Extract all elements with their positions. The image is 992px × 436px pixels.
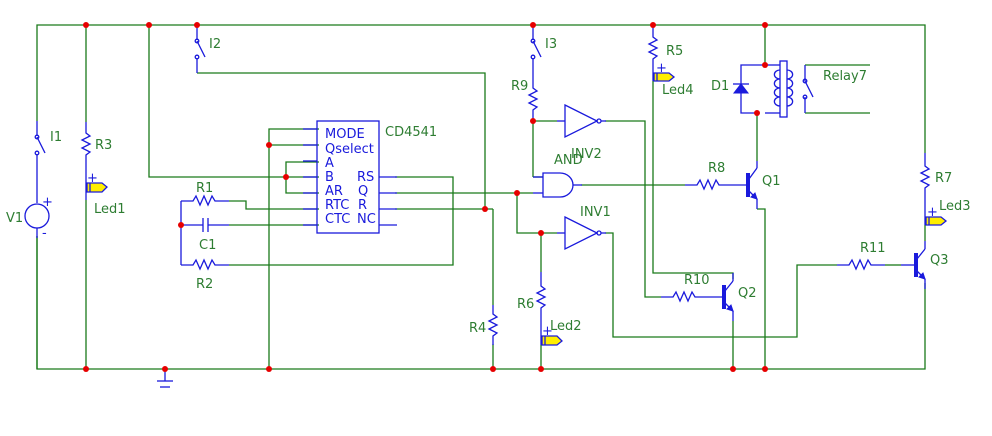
switch-i2[interactable]: I2	[194, 25, 221, 73]
pin-qselect: Qselect	[325, 142, 374, 157]
diode-d1[interactable]: D1	[711, 64, 765, 114]
resistor-r8[interactable]: R8	[685, 161, 746, 191]
transistor-q2[interactable]: Q2	[722, 273, 757, 321]
label-r9: R9	[511, 79, 528, 94]
pin-rtc: RTC	[325, 198, 349, 213]
led3-plus: +	[927, 205, 938, 220]
led-led3: + Led3	[924, 199, 971, 226]
label-c1: C1	[199, 238, 216, 253]
pin-mode: MODE	[325, 127, 365, 142]
inverter-inv2[interactable]: INV2	[557, 103, 606, 162]
resistor-r6[interactable]: R6	[517, 272, 547, 322]
resistor-r11[interactable]: R11	[837, 241, 886, 271]
v1-plus: +	[42, 195, 53, 210]
resistor-r9[interactable]: R9	[511, 79, 539, 121]
v1-minus: -	[42, 226, 47, 241]
wire-inv2-out	[605, 120, 661, 298]
label-inv2: INV2	[571, 147, 602, 162]
label-i1: I1	[50, 130, 62, 145]
label-led4: Led4	[662, 83, 694, 98]
resistor-r2[interactable]: R2	[181, 258, 229, 292]
wire-q1-e	[757, 208, 766, 369]
label-r4: R4	[469, 321, 486, 336]
transistor-q1[interactable]: Q1	[746, 161, 781, 209]
and-gate[interactable]: AND	[533, 153, 583, 198]
resistor-r4[interactable]: R4	[469, 305, 499, 345]
chip-cd4541[interactable]: MODE Qselect A B AR RTC CTC RS Q R NC CD…	[303, 120, 437, 234]
label-v1: V1	[6, 211, 23, 226]
wire-i2	[197, 72, 486, 209]
label-r5: R5	[666, 44, 683, 59]
label-r6: R6	[517, 297, 534, 312]
wire-rs	[229, 176, 454, 266]
pin-r: R	[358, 198, 367, 213]
label-led3: Led3	[939, 199, 971, 214]
led1-plus: +	[87, 171, 98, 186]
wire-bottom-rail	[36, 236, 926, 370]
wire-mode	[268, 128, 319, 369]
pin-ctc: CTC	[325, 212, 350, 227]
led-led2: + Led2	[540, 319, 582, 346]
label-q1: Q1	[762, 174, 781, 189]
junction-nodes	[83, 22, 768, 372]
pin-b: B	[325, 170, 334, 185]
label-r10: R10	[684, 273, 710, 288]
label-r11: R11	[860, 241, 886, 256]
transistor-q3[interactable]: Q3	[901, 241, 949, 289]
capacitor-c1[interactable]: C1	[181, 218, 229, 253]
resistor-r5[interactable]: R5	[647, 25, 683, 72]
label-i3: I3	[545, 37, 557, 52]
resistor-r10[interactable]: R10	[661, 273, 722, 303]
label-d1: D1	[711, 79, 729, 94]
pin-nc: NC	[357, 212, 376, 227]
label-led2: Led2	[550, 319, 582, 334]
label-r3: R3	[95, 138, 112, 153]
label-led1: Led1	[94, 202, 126, 217]
label-and: AND	[554, 153, 583, 168]
label-q2: Q2	[738, 286, 757, 301]
label-r1: R1	[196, 181, 213, 196]
wire-b-input	[148, 25, 287, 178]
led-led1: + Led1	[85, 170, 126, 217]
resistor-r7[interactable]: R7	[919, 153, 952, 202]
inverter-inv1[interactable]: INV1	[557, 205, 611, 251]
label-r7: R7	[935, 171, 952, 186]
switch-i3[interactable]: I3	[530, 25, 557, 82]
switch-i1[interactable]: I1	[34, 121, 62, 193]
pin-a: A	[325, 156, 334, 171]
wire-inv1-in	[516, 193, 557, 234]
label-inv1: INV1	[580, 205, 611, 220]
pin-q: Q	[358, 184, 368, 199]
pin-rs: RS	[357, 170, 374, 185]
label-relay7: Relay7	[823, 69, 867, 84]
led-led4: + Led4	[652, 61, 694, 98]
led2-plus: +	[542, 324, 553, 339]
resistor-r1[interactable]: R1	[180, 181, 229, 265]
label-r2: R2	[196, 277, 213, 292]
label-i2: I2	[209, 37, 221, 52]
label-r8: R8	[708, 161, 725, 176]
led4-plus: +	[656, 61, 667, 76]
wire-rtc	[229, 200, 319, 210]
label-chip: CD4541	[385, 125, 437, 140]
wire-inv1-out	[605, 232, 837, 338]
resistor-r3[interactable]: R3	[80, 122, 112, 170]
wire-led4	[652, 81, 734, 279]
relay-relay7[interactable]: Relay7	[765, 60, 867, 118]
pin-ar: AR	[325, 184, 343, 199]
label-q3: Q3	[930, 253, 949, 268]
voltage-source-v1[interactable]: + - V1	[6, 193, 53, 241]
wire-top-rail	[36, 24, 926, 153]
